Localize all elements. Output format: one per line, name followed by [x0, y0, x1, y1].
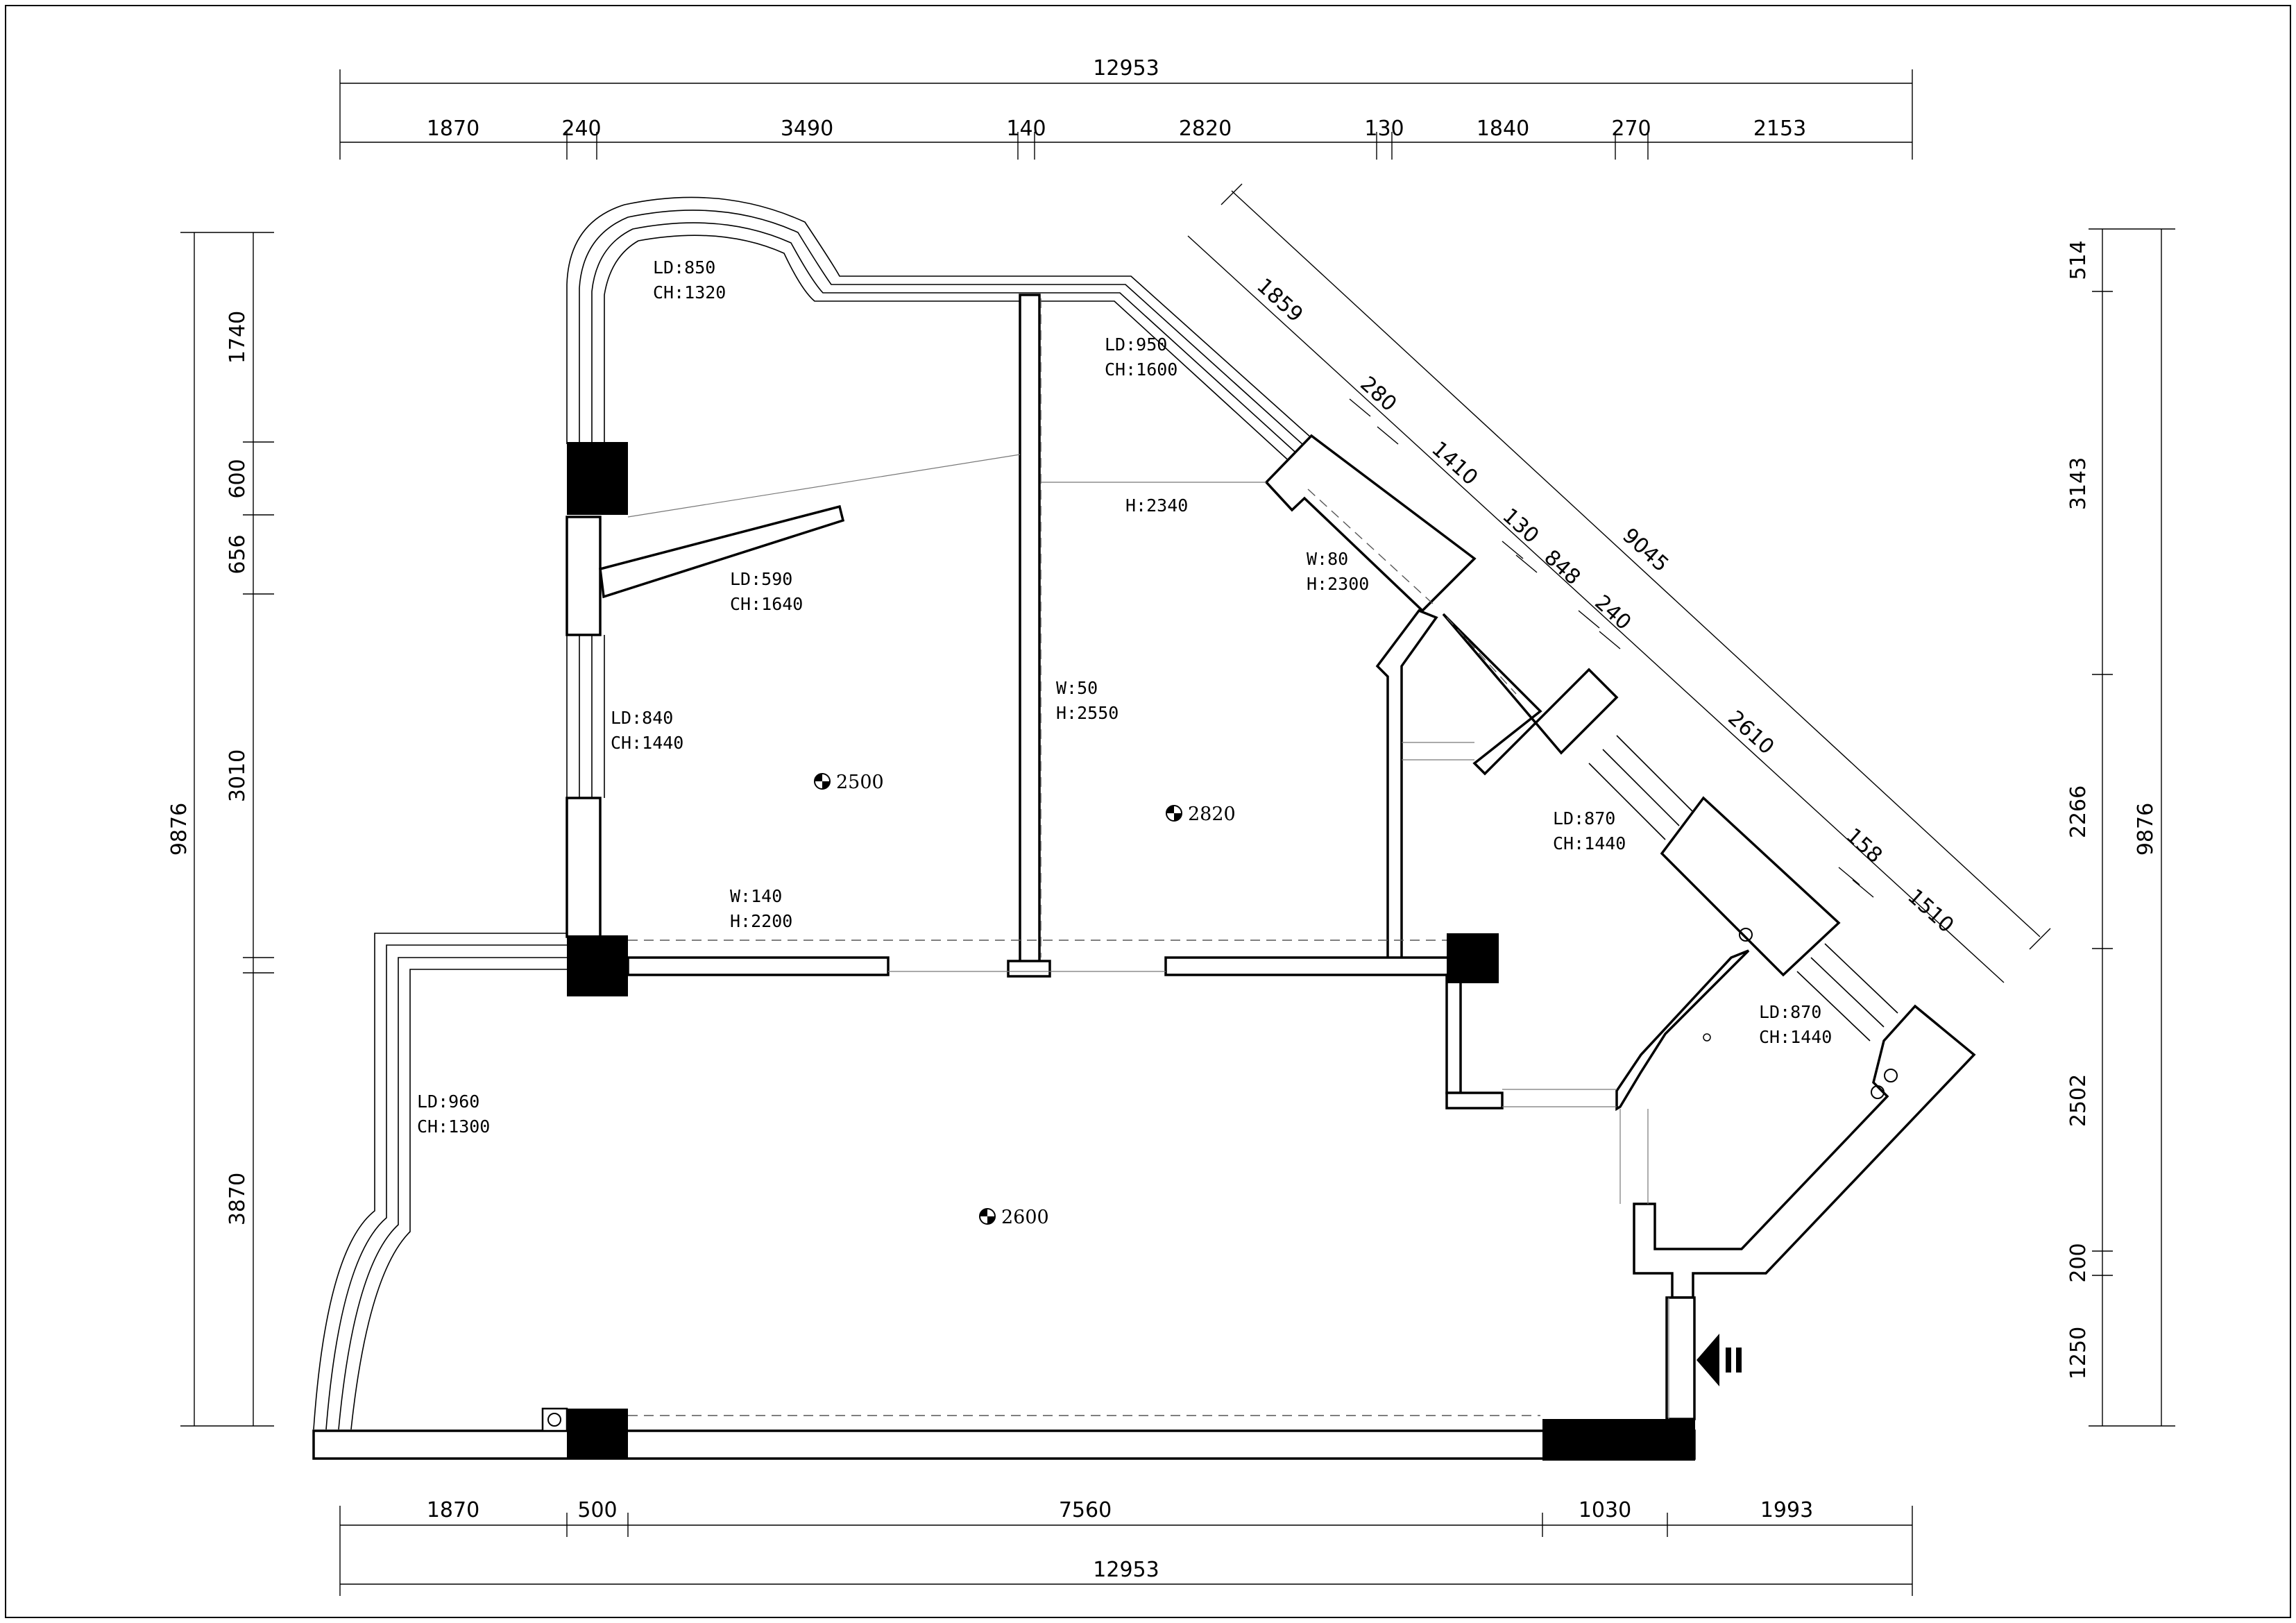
svg-text:CH:1600: CH:1600	[1105, 359, 1177, 380]
dim-right-total: 9876	[2134, 803, 2158, 856]
dim-bottom-seg: 1870	[427, 1498, 479, 1522]
column	[1542, 1419, 1695, 1461]
svg-text:LD:590: LD:590	[730, 569, 792, 589]
wall-note: H:2340	[1125, 495, 1188, 516]
svg-text:CH:1640: CH:1640	[730, 594, 803, 614]
opening-label: LD:870 CH:1440	[1759, 1002, 1832, 1047]
ceiling-marker-icon	[979, 1208, 996, 1225]
dim-bottom-seg: 500	[577, 1498, 617, 1522]
dim-diag-seg: 1410	[1427, 436, 1482, 490]
dim-left-seg: 656	[226, 534, 250, 574]
dim-top-seg: 240	[561, 117, 601, 141]
column	[567, 935, 628, 996]
opening-label: LD:950 CH:1600	[1105, 334, 1177, 380]
dim-bottom-seg: 1993	[1760, 1498, 1813, 1522]
column	[1447, 933, 1499, 983]
ceiling-marker-icon	[814, 773, 831, 790]
svg-text:LD:870: LD:870	[1759, 1002, 1821, 1022]
dim-right-seg: 3143	[2066, 457, 2091, 510]
dim-top-seg: 130	[1364, 117, 1404, 141]
svg-text:CH:1440: CH:1440	[1553, 833, 1626, 853]
svg-text:CH:1440: CH:1440	[611, 733, 683, 753]
dim-diag-seg: 158	[1841, 824, 1887, 868]
svg-text:LD:870: LD:870	[1553, 808, 1615, 829]
dim-top-seg: 3490	[781, 117, 833, 141]
reference-lines	[627, 298, 1669, 1419]
drawing-border	[5, 5, 2291, 1618]
svg-text:LD:950: LD:950	[1105, 334, 1167, 355]
structural-columns	[567, 442, 1695, 1461]
opening-label: LD:960 CH:1300	[417, 1091, 490, 1137]
dim-right-seg: 200	[2066, 1243, 2091, 1282]
opening-label: LD:840 CH:1440	[611, 708, 683, 753]
dim-right-seg: 2266	[2066, 785, 2091, 838]
ceiling-height-value: 2600	[1001, 1207, 1049, 1228]
dim-top-seg: 270	[1611, 117, 1651, 141]
dim-bottom-total: 12953	[1093, 1558, 1159, 1582]
opening-label: LD:590 CH:1640	[730, 569, 803, 614]
svg-text:H:2300: H:2300	[1307, 574, 1369, 594]
dim-top-seg: 1840	[1477, 117, 1529, 141]
entrance-arrow-icon	[1697, 1334, 1742, 1386]
dim-diag-seg: 848	[1539, 545, 1585, 590]
dim-left-seg: 3010	[226, 749, 250, 802]
dim-diag-seg: 1510	[1903, 884, 1958, 937]
svg-text:CH:1320: CH:1320	[653, 282, 726, 303]
wall-note: W:80 H:2300	[1307, 549, 1369, 594]
interior-walls	[312, 294, 1976, 1460]
column	[567, 1409, 628, 1459]
dim-top-total: 12953	[1093, 56, 1159, 80]
svg-text:LD:850: LD:850	[653, 257, 715, 278]
opening-label: LD:870 CH:1440	[1553, 808, 1626, 853]
dim-top-seg: 140	[1006, 117, 1046, 141]
opening-label: LD:850 CH:1320	[653, 257, 726, 303]
dim-right-seg: 514	[2066, 240, 2091, 280]
dim-left-seg: 600	[226, 459, 250, 498]
svg-text:W:50: W:50	[1056, 678, 1098, 698]
svg-text:H:2550: H:2550	[1056, 703, 1119, 723]
dim-diag-seg: 130	[1497, 504, 1543, 548]
ceiling-marker-icon	[1166, 805, 1182, 822]
svg-text:CH:1440: CH:1440	[1759, 1027, 1832, 1047]
dim-top-seg: 2820	[1179, 117, 1232, 141]
dim-top-seg: 2153	[1753, 117, 1806, 141]
dim-diag-seg: 240	[1590, 590, 1635, 635]
dim-diag-seg: 1859	[1252, 273, 1307, 327]
ceiling-height-value: 2820	[1188, 804, 1236, 825]
dim-left-seg: 3870	[226, 1173, 250, 1225]
svg-text:W:80: W:80	[1307, 549, 1348, 569]
pipe-markers	[541, 928, 1898, 1432]
ceiling-height-value: 2500	[836, 772, 884, 793]
svg-text:W:140: W:140	[730, 886, 782, 906]
column	[567, 442, 628, 515]
svg-text:LD:960: LD:960	[417, 1091, 479, 1112]
dim-diag-total: 9045	[1617, 523, 1673, 577]
dim-left-total: 9876	[167, 803, 192, 856]
dimension-lines	[180, 69, 2175, 1596]
exterior-walls	[313, 196, 1898, 1430]
dim-right-seg: 2502	[2066, 1074, 2091, 1127]
wall-note: W:50 H:2550	[1056, 678, 1119, 723]
svg-text:CH:1300: CH:1300	[417, 1116, 490, 1137]
dim-left-seg: 1740	[226, 311, 250, 364]
dim-bottom-seg: 7560	[1059, 1498, 1112, 1522]
ceiling-markers	[814, 773, 1182, 1225]
svg-text:LD:840: LD:840	[611, 708, 673, 728]
dim-right-seg: 1250	[2066, 1327, 2091, 1379]
dim-bottom-seg: 1030	[1579, 1498, 1631, 1522]
dim-top-seg: 1870	[427, 117, 479, 141]
wall-note: W:140 H:2200	[730, 886, 792, 931]
svg-text:H:2200: H:2200	[730, 911, 792, 931]
